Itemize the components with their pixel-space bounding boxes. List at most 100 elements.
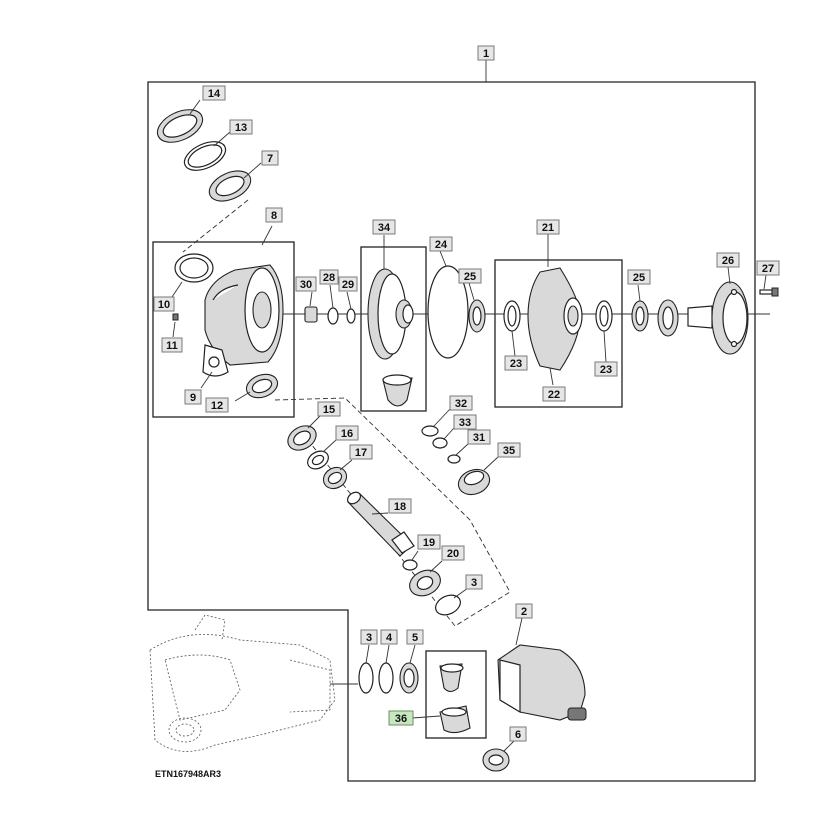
- seal-right: [657, 299, 679, 337]
- figure-id-label: ETN167948AR3: [155, 769, 222, 779]
- svg-text:23: 23: [510, 358, 522, 370]
- callout-25-right: 25: [627, 269, 651, 285]
- svg-text:3: 3: [366, 632, 372, 644]
- svg-text:6: 6: [515, 729, 521, 741]
- svg-text:27: 27: [762, 263, 774, 275]
- callout-27: 27: [756, 260, 780, 276]
- svg-text:18: 18: [394, 501, 406, 513]
- bearing-17: [322, 466, 348, 490]
- callout-4: 4: [380, 629, 398, 645]
- callout-10: 10: [153, 296, 175, 312]
- snap-ring-3-lower: [358, 662, 374, 694]
- callout-31: 31: [467, 429, 491, 445]
- callout-5: 5: [406, 629, 424, 645]
- ring-gear-subframe: [360, 246, 427, 412]
- svg-text:12: 12: [211, 400, 223, 412]
- svg-text:10: 10: [158, 299, 170, 311]
- callout-12: 12: [205, 397, 229, 413]
- svg-text:4: 4: [386, 632, 393, 644]
- callout-28: 28: [319, 269, 339, 285]
- housing-9: [202, 264, 284, 377]
- callout-20: 20: [441, 545, 465, 561]
- callout-30: 30: [295, 276, 317, 292]
- housing-subframe: [152, 241, 295, 418]
- cup-23-left: [503, 300, 521, 332]
- callout-36-highlighted: 36: [388, 710, 414, 726]
- pinion-shaft-18: [346, 491, 415, 557]
- callout-26: 26: [716, 252, 740, 268]
- svg-text:5: 5: [412, 632, 418, 644]
- callout-32: 32: [449, 395, 473, 411]
- svg-text:2: 2: [521, 606, 527, 618]
- cover-35: [457, 468, 491, 496]
- callout-23-right: 23: [594, 361, 618, 377]
- svg-text:24: 24: [435, 239, 448, 251]
- callout-24: 24: [429, 236, 453, 252]
- callout-3-lower: 3: [360, 629, 378, 645]
- svg-text:25: 25: [633, 272, 645, 284]
- callout-6: 6: [509, 726, 527, 742]
- pinion-gear: [382, 374, 413, 407]
- callout-7: 7: [261, 150, 279, 166]
- leader-lines: [171, 99, 767, 752]
- ring-13: [183, 141, 227, 171]
- seal-7: [208, 170, 252, 202]
- svg-text:9: 9: [190, 392, 196, 404]
- seal-6: [482, 748, 510, 772]
- plug-11: [172, 313, 179, 321]
- seal-guide-line: [182, 199, 249, 253]
- svg-text:16: 16: [341, 428, 353, 440]
- axle-housing-outline: [149, 614, 336, 752]
- svg-text:21: 21: [542, 222, 554, 234]
- differential-subframe: [425, 650, 487, 739]
- callout-11: 11: [161, 337, 183, 353]
- svg-text:17: 17: [355, 447, 367, 459]
- callout-14: 14: [202, 85, 226, 101]
- snap-ring-3-upper: [435, 594, 461, 616]
- callout-29: 29: [338, 276, 358, 292]
- bearing-15: [287, 425, 317, 451]
- callout-17: 17: [349, 444, 373, 460]
- svg-text:8: 8: [271, 210, 277, 222]
- seal-12: [245, 373, 279, 399]
- callout-25-left: 25: [458, 268, 482, 284]
- svg-text:19: 19: [423, 537, 435, 549]
- carrier-22: [527, 267, 583, 371]
- callout-35: 35: [497, 442, 521, 458]
- bearing-25-left: [468, 299, 486, 333]
- callout-16: 16: [335, 425, 359, 441]
- washer-28: [327, 307, 339, 325]
- ring-19: [402, 559, 418, 571]
- bearing-25-right: [631, 300, 649, 332]
- snap-ring-29: [346, 308, 356, 324]
- callout-21: 21: [536, 219, 560, 235]
- svg-text:1: 1: [483, 48, 489, 60]
- washer-32: [421, 425, 439, 437]
- seal-14: [156, 109, 204, 143]
- callout-8: 8: [265, 207, 283, 223]
- callout-9: 9: [184, 389, 202, 405]
- bearing-5: [399, 662, 419, 694]
- bearing-cup-10: [174, 253, 214, 283]
- svg-text:36: 36: [395, 713, 407, 725]
- ring-31: [447, 454, 461, 464]
- callout-2: 2: [515, 603, 533, 619]
- assembly-frame: [147, 81, 756, 782]
- callout-3-upper: 3: [465, 574, 483, 590]
- bolt-27: [759, 287, 779, 297]
- diff-gears-36: [439, 663, 471, 734]
- svg-text:23: 23: [600, 364, 612, 376]
- callout-33: 33: [453, 414, 477, 430]
- bushing-30: [304, 306, 318, 323]
- flange-26: [687, 281, 749, 355]
- callout-1: 1: [477, 45, 495, 61]
- bearing-20: [409, 569, 441, 597]
- svg-text:3: 3: [471, 577, 477, 589]
- ring-gear-34: [367, 268, 414, 360]
- svg-text:31: 31: [473, 432, 485, 444]
- svg-text:35: 35: [503, 445, 515, 457]
- svg-text:32: 32: [455, 398, 467, 410]
- callout-23-left: 23: [504, 355, 528, 371]
- spacer-16: [307, 450, 329, 470]
- hub-housing-2: [497, 617, 587, 721]
